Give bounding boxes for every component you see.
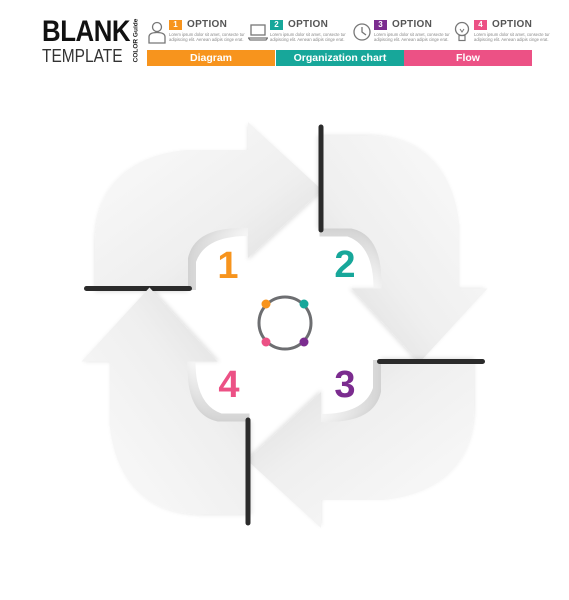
lightbulb-icon <box>454 21 470 42</box>
ring-dot-2 <box>299 299 309 309</box>
ring-dot-3 <box>299 337 309 347</box>
option-3-number: 3 <box>374 20 387 30</box>
option-4-number: 4 <box>474 20 487 30</box>
laptop-icon <box>248 24 268 41</box>
arrow-segment-3 <box>247 359 485 528</box>
category-bar-diagram: Diagram <box>147 50 275 66</box>
step-number-1: 1 <box>217 245 238 287</box>
option-3-title: OPTION <box>392 19 433 30</box>
option-4-title: OPTION <box>492 19 533 30</box>
option-3-text: Lorem ipsum dolor sit amet, consecte tur… <box>374 32 450 42</box>
step-number-3: 3 <box>334 364 355 406</box>
ring-dot-4 <box>261 337 271 347</box>
option-4: 4 OPTION Lorem ipsum dolor sit amet, con… <box>452 18 569 48</box>
arrow-segment-4 <box>82 288 251 526</box>
option-2-number: 2 <box>270 20 283 30</box>
option-2: 2 OPTION Lorem ipsum dolor sit amet, con… <box>248 18 376 48</box>
option-2-text: Lorem ipsum dolor sit amet, consecte tur… <box>270 32 346 42</box>
brand-block: BLANK TEMPLATE <box>42 17 131 67</box>
clock-icon <box>353 23 371 41</box>
option-1-text: Lorem ipsum dolor sit amet, consecte tur… <box>169 32 245 42</box>
option-1-title: OPTION <box>187 19 228 30</box>
option-3: 3 OPTION Lorem ipsum dolor sit amet, con… <box>352 18 480 48</box>
option-1-number: 1 <box>169 20 182 30</box>
step-number-4: 4 <box>218 364 239 406</box>
category-bar-flow: Flow <box>404 50 532 66</box>
center-ring <box>257 295 313 351</box>
person-icon <box>148 21 166 44</box>
brand-subtitle: TEMPLATE <box>42 46 123 66</box>
option-2-title: OPTION <box>288 19 329 30</box>
arrow-segment-1 <box>84 122 322 291</box>
ring-dot-1 <box>261 299 271 309</box>
option-4-text: Lorem ipsum dolor sit amet, consecte tur… <box>474 32 550 42</box>
step-number-2: 2 <box>334 244 355 286</box>
option-1: 1 OPTION Lorem ipsum dolor sit amet, con… <box>147 18 275 48</box>
category-bar-organization-chart: Organization chart <box>276 50 404 66</box>
